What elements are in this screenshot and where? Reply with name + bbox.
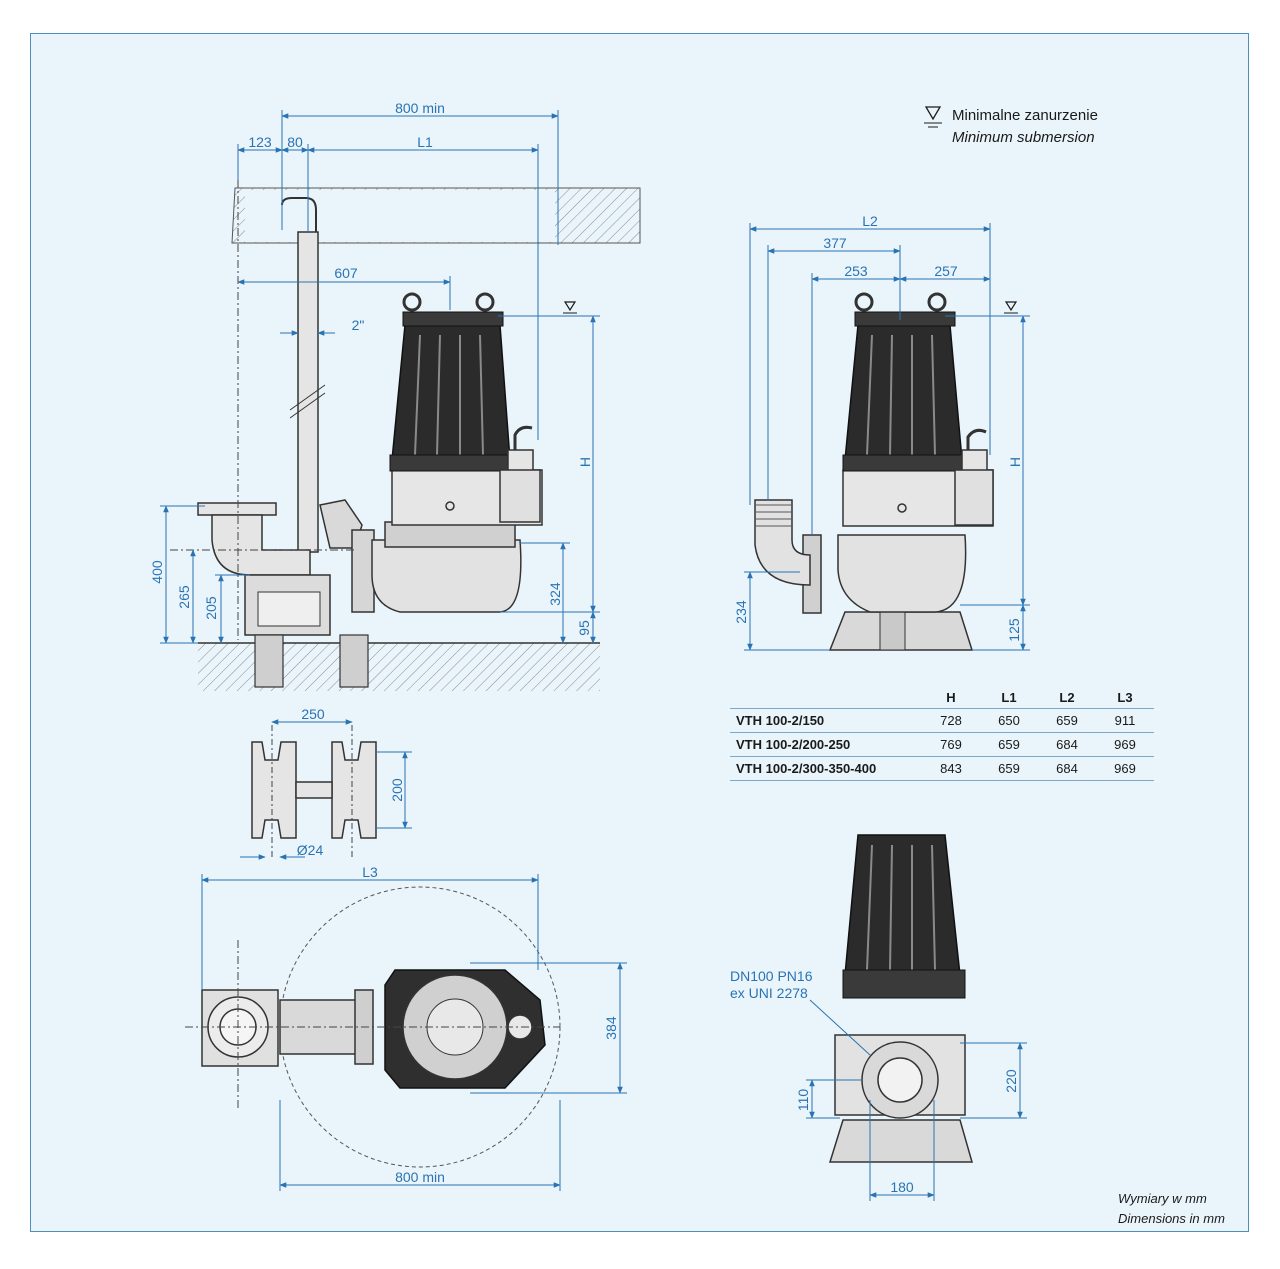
dim-95: 95 [576,620,592,636]
units-label-pl: Wymiary w mm [1118,1191,1207,1206]
table-row: VTH 100-2/150 728 650 659 911 [730,708,1154,733]
water-level-icon [1004,301,1018,312]
pump-volute-front [837,534,967,613]
table-header-L2: L2 [1059,689,1075,705]
motor-housing-front [844,324,963,461]
units-label-en: Dimensions in mm [1118,1211,1225,1226]
model-name: VTH 100-2/200-250 [730,732,922,757]
dim-2in: 2" [352,317,365,333]
cell-L1: 650 [980,708,1038,733]
dim-220: 220 [1003,1069,1019,1093]
table-header-model [730,686,922,709]
cell-H: 843 [922,756,980,781]
cell-L2: 659 [1038,708,1096,733]
dim-253: 253 [844,263,868,279]
legend-water-level-icon [924,106,942,121]
cell-L2: 684 [1038,756,1096,781]
dim-377: 377 [823,235,847,251]
cell-L1: 659 [980,756,1038,781]
dim-H-side: H [577,457,593,467]
dim-800min-side: 800 min [395,100,445,116]
dimensions-table: H L1 L2 L3 VTH 100-2/150 728 650 659 911… [730,686,1154,781]
dim-800min-top: 800 min [395,1169,445,1185]
dim-257: 257 [934,263,958,279]
dim-400: 400 [149,560,165,584]
dim-L1: L1 [417,134,433,150]
outlet-flange [197,502,277,516]
table-row: VTH 100-2/300-350-400 843 659 684 969 [730,756,1154,781]
lifting-eye [475,292,495,312]
model-name: VTH 100-2/300-350-400 [730,756,922,781]
dim-324: 324 [547,582,563,606]
flange-note-line2: ex UNI 2278 [730,985,808,1001]
cell-L2: 684 [1038,732,1096,757]
top-view [201,969,546,1089]
dim-265: 265 [176,585,192,609]
dim-24: Ø24 [297,842,324,858]
outlet-view [828,834,973,1163]
flange-note: DN100 PN16 ex UNI 2278 [730,968,813,1002]
dim-180: 180 [890,1179,914,1195]
model-name: VTH 100-2/150 [730,708,922,733]
dim-384: 384 [603,1016,619,1040]
table-header-H: H [946,689,956,705]
lifting-eye [402,292,422,312]
lifting-eye [927,292,947,312]
front-view [754,292,994,651]
flange-note-line1: DN100 PN16 [730,968,813,984]
table-row: VTH 100-2/200-250 769 659 684 969 [730,732,1154,757]
dim-250: 250 [301,706,325,722]
anchor-bolt [254,634,284,688]
cell-L3: 969 [1096,756,1154,781]
dim-205: 205 [203,596,219,620]
dim-80: 80 [287,134,303,150]
side-view [197,187,641,691]
cell-L3: 911 [1096,708,1154,733]
dim-110: 110 [795,1089,811,1112]
water-level-icon [563,301,577,312]
table-header-row: H L1 L2 L3 [730,686,1154,709]
dim-H-front: H [1007,457,1023,467]
legend-label-pl: Minimalne zanurzenie [952,107,1098,124]
foot-detail [251,741,377,839]
anchor-bolt [339,634,369,688]
legend-label-en: Minimum submersion [952,129,1095,146]
pump-volute [371,539,522,613]
dim-234: 234 [733,600,749,624]
dim-125: 125 [1006,618,1022,642]
lifting-eye [854,292,874,312]
dim-L2: L2 [862,213,878,229]
dim-607: 607 [334,265,358,281]
dim-123: 123 [248,134,272,150]
cell-H: 769 [922,732,980,757]
cell-L1: 659 [980,732,1038,757]
cell-L3: 969 [1096,732,1154,757]
table-header-L3: L3 [1117,689,1133,705]
cell-H: 728 [922,708,980,733]
motor-housing [391,324,511,461]
dim-L3: L3 [362,864,378,880]
dim-200: 200 [389,778,405,802]
table-header-L1: L1 [1001,689,1017,705]
